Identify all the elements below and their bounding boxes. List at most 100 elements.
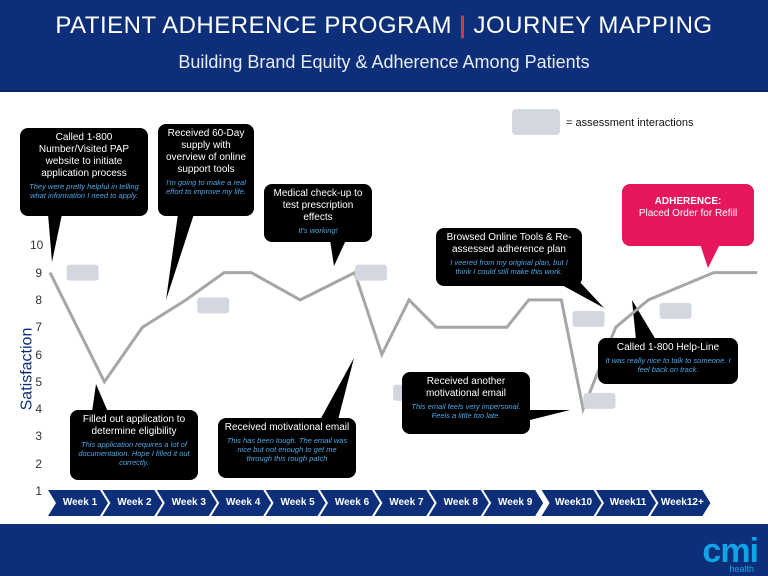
week-label-8: Week 8 xyxy=(433,490,489,516)
bubble-quote: This has been tough. The email was nice … xyxy=(226,436,348,463)
week-label-text: Week 3 xyxy=(171,497,206,508)
bubble-heading: Browsed Online Tools & Re-assessed adher… xyxy=(446,232,572,255)
footer-bar: cmi health xyxy=(0,524,768,576)
y-tick-4: 4 xyxy=(35,402,42,417)
week-chevron xyxy=(483,490,544,516)
week-label-6: Week 6 xyxy=(324,490,380,516)
week-chevron xyxy=(596,490,656,516)
bubble-60-day-supply: Received 60-Day supply with overview of … xyxy=(158,124,254,216)
week-label-number: 11 xyxy=(635,497,647,508)
title-right: JOURNEY MAPPING xyxy=(473,12,713,39)
week-chevron xyxy=(265,490,326,516)
bubble-browsed-tools: Browsed Online Tools & Re-assessed adher… xyxy=(436,228,582,286)
cmi-logo-sub: health xyxy=(729,564,754,574)
bubble-quote: This application requires a lot of docum… xyxy=(78,440,190,467)
week-label-text: Week 8 xyxy=(443,497,478,508)
bubble-tail xyxy=(560,280,604,308)
week-chevron xyxy=(428,490,489,516)
bubble-heading: ADHERENCE: xyxy=(654,196,722,207)
bubble-tail xyxy=(700,244,720,268)
week-chevron xyxy=(320,490,380,516)
assessment-marker xyxy=(354,264,387,281)
bubble-heading: Received 60-Day supply with overview of … xyxy=(165,128,247,175)
header-banner: PATIENT ADHERENCE PROGRAM | JOURNEY MAPP… xyxy=(0,0,768,92)
bubble-quote: It's working! xyxy=(298,226,338,235)
week-label-text: Week xyxy=(555,497,581,508)
week-label-text: Week xyxy=(660,497,687,508)
bubble-heading: Medical check-up to test prescription ef… xyxy=(273,188,363,223)
week-label-9: Week 9 xyxy=(487,490,543,516)
assessment-legend-text: = assessment interactions xyxy=(566,117,694,129)
assessment-marker xyxy=(197,297,230,314)
bubble-quote: I'm going to make a real effort to impro… xyxy=(165,178,247,196)
title-left: PATIENT ADHERENCE PROGRAM xyxy=(55,12,452,39)
title-separator: | xyxy=(459,12,467,39)
y-tick-8: 8 xyxy=(35,292,42,307)
week-chevron xyxy=(541,490,602,516)
assessment-marker xyxy=(583,392,616,409)
bubble-medical-checkup: Medical check-up to test prescription ef… xyxy=(264,184,372,242)
week-label-text: Week 6 xyxy=(334,497,370,508)
y-tick-7: 7 xyxy=(35,320,42,335)
week-label-2: Week 2 xyxy=(106,490,162,516)
cmi-logo: cmi xyxy=(702,532,759,570)
week-label-7: Week 7 xyxy=(378,490,434,516)
bubble-filled-application: Filled out application to determine elig… xyxy=(70,410,198,480)
week-label-5: Week 5 xyxy=(270,490,326,516)
week-label-text: Week 2 xyxy=(117,497,152,508)
y-tick-3: 3 xyxy=(35,429,42,444)
y-tick-1: 1 xyxy=(35,484,42,498)
assessment-marker xyxy=(659,302,692,319)
week-label-text: Week 1 xyxy=(62,497,98,508)
week-label-text: Week 9 xyxy=(498,497,533,508)
week-label-1: Week 1 xyxy=(52,490,108,516)
bubble-adherence-refill: ADHERENCE: Placed Order for Refill xyxy=(622,184,754,246)
week-label-text: Week xyxy=(609,497,636,508)
week-label-text: Week 4 xyxy=(226,497,261,508)
week-chevron xyxy=(374,490,435,516)
bubble-quote: I veered from my original plan, but I th… xyxy=(450,258,568,276)
week-label-text: Week 7 xyxy=(389,497,424,508)
week-chevron xyxy=(211,490,272,516)
page-title: PATIENT ADHERENCE PROGRAM | JOURNEY MAPP… xyxy=(0,12,768,40)
bubble-heading: Called 1-800 Number/Visited PAP website … xyxy=(38,132,130,179)
bubble-tail xyxy=(166,214,194,300)
y-tick-10: 10 xyxy=(30,238,44,253)
bubble-heading: Filled out application to determine elig… xyxy=(82,414,186,437)
bubble-tail xyxy=(520,410,570,420)
week-label-number: 10 xyxy=(581,497,593,508)
week-chevron xyxy=(48,490,108,516)
week-label-3: Week 3 xyxy=(161,490,217,516)
week-label-text: Week 5 xyxy=(280,497,315,508)
y-tick-9: 9 xyxy=(35,265,42,280)
week-chevron xyxy=(156,490,217,516)
y-tick-5: 5 xyxy=(35,374,42,389)
bubble-heading: Received another motivational email xyxy=(425,376,507,399)
assessment-marker xyxy=(66,264,99,281)
bubble-tail xyxy=(48,214,62,262)
satisfaction-line xyxy=(48,270,758,415)
bubble-heading: Called 1-800 Help-Line xyxy=(616,342,720,353)
bubble-tail xyxy=(320,358,354,420)
week-label-4: Week 4 xyxy=(215,490,271,516)
week-chevron xyxy=(102,490,163,516)
bubble-help-line: Called 1-800 Help-Line It was really nic… xyxy=(598,338,738,384)
assessment-legend-swatch xyxy=(512,109,560,135)
week-label-number: 12+ xyxy=(686,497,704,508)
bubble-quote: They were pretty helpful in telling what… xyxy=(29,182,139,200)
page-subtitle: Building Brand Equity & Adherence Among … xyxy=(178,52,590,72)
bubble-another-email: Received another motivational email This… xyxy=(402,372,530,434)
y-tick-2: 2 xyxy=(35,456,42,471)
bubble-subheading: Placed Order for Refill xyxy=(638,208,738,219)
bubble-motivational-email: Received motivational email This has bee… xyxy=(218,418,356,478)
bubble-quote: It was really nice to talk to someone. I… xyxy=(605,356,731,374)
bubble-called-pap: Called 1-800 Number/Visited PAP website … xyxy=(20,128,148,216)
assessment-marker xyxy=(572,311,605,328)
bubble-quote: This email feels very impersonal. Feels … xyxy=(411,402,521,420)
bubble-tail xyxy=(632,300,656,340)
y-tick-6: 6 xyxy=(35,347,42,362)
bubble-heading: Received motivational email xyxy=(224,422,350,433)
